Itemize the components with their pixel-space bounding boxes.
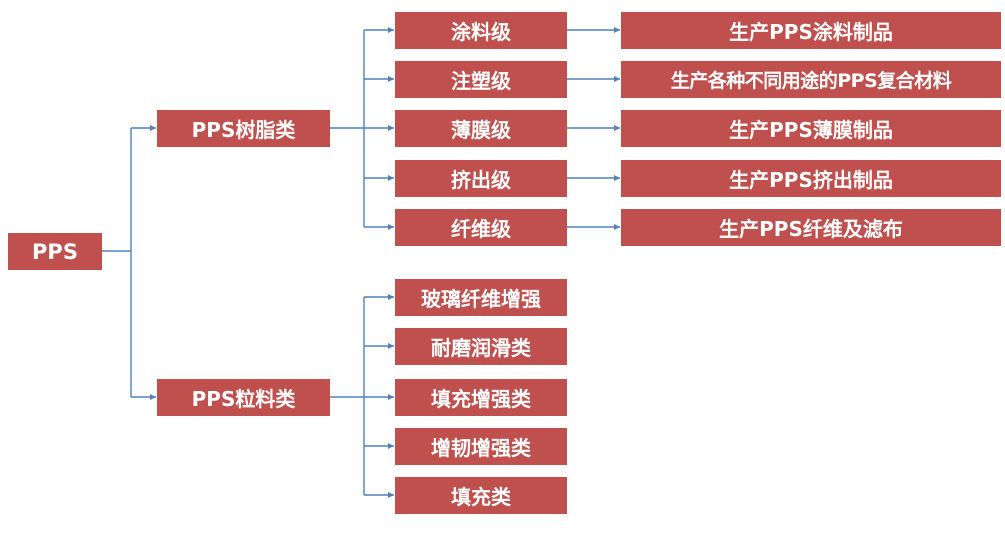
root-node-pps: PPS xyxy=(8,233,102,270)
product-node-extrusion: 生产PPS挤出制品 xyxy=(621,160,1001,197)
type-node-filled-reinforced: 填充增强类 xyxy=(395,379,567,416)
grade-node-coating: 涂料级 xyxy=(395,12,567,49)
type-node-wear-resistant: 耐磨润滑类 xyxy=(395,328,567,365)
product-node-injection: 生产各种不同用途的PPS复合材料 xyxy=(621,61,1001,98)
type-node-filled: 填充类 xyxy=(395,477,567,514)
product-node-film: 生产PPS薄膜制品 xyxy=(621,110,1001,147)
grade-node-film: 薄膜级 xyxy=(395,110,567,147)
category-node-resin: PPS树脂类 xyxy=(157,110,330,147)
grade-node-injection: 注塑级 xyxy=(395,61,567,98)
grade-node-extrusion: 挤出级 xyxy=(395,160,567,197)
type-node-glass-fiber: 玻璃纤维增强 xyxy=(395,279,567,316)
grade-node-fiber: 纤维级 xyxy=(395,209,567,246)
product-node-coating: 生产PPS涂料制品 xyxy=(621,12,1001,49)
product-node-fiber: 生产PPS纤维及滤布 xyxy=(621,209,1001,246)
category-node-pellet: PPS粒料类 xyxy=(157,379,330,416)
type-node-toughened: 增韧增强类 xyxy=(395,428,567,465)
